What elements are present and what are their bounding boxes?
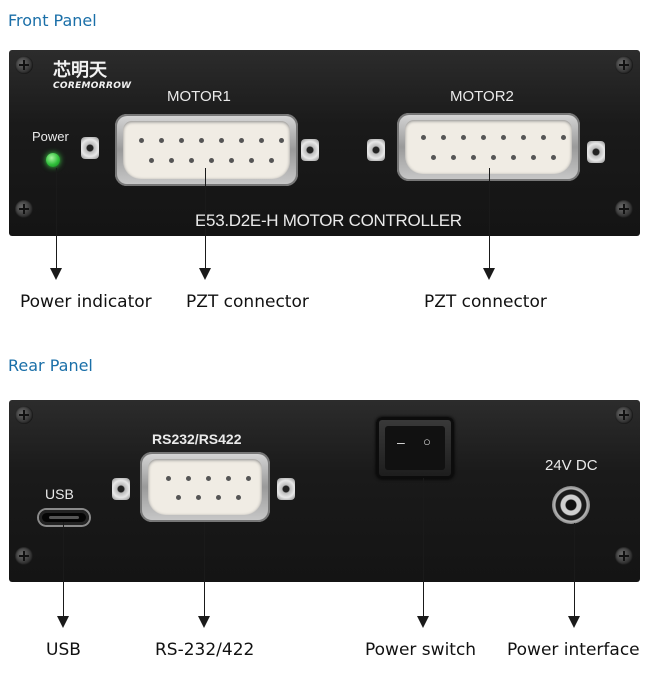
power-switch-label: Power switch [365, 640, 477, 660]
front-panel: 芯明天 COREMORROW MOTOR1 MOTOR2 Power E53.D… [9, 50, 640, 236]
callout-arrow [568, 523, 580, 628]
power-indicator-led [46, 153, 60, 167]
serial-port-label: RS232/RS422 [152, 431, 242, 447]
callout-arrow [199, 168, 211, 280]
switch-on-symbol: ○ [423, 434, 431, 449]
model-text: E53.D2E-H MOTOR CONTROLLER [195, 211, 462, 230]
corner-screw-icon [615, 406, 633, 424]
rear-panel: USB RS232/RS422 – ○ 24V DC [9, 400, 640, 582]
callout-arrow [483, 168, 495, 280]
usb-label: USB [46, 640, 81, 660]
usb-port-label: USB [45, 486, 74, 502]
corner-screw-icon [15, 406, 33, 424]
motor2-label: MOTOR2 [450, 88, 514, 105]
usb-port[interactable] [39, 510, 89, 525]
power-switch[interactable]: – ○ [376, 417, 454, 479]
callout-arrow [417, 478, 429, 628]
switch-off-symbol: – [397, 434, 405, 450]
front-panel-title: Front Panel [8, 11, 97, 30]
callout-arrow [50, 168, 62, 280]
power-input-label: 24V DC [545, 457, 598, 474]
power-led-label: Power [32, 129, 69, 144]
callout-arrow [198, 522, 210, 628]
corner-screw-icon [615, 200, 633, 218]
pzt-connector-label: PZT connector [186, 292, 309, 312]
pzt-connector-label: PZT connector [424, 292, 547, 312]
dc-power-jack[interactable] [552, 486, 590, 524]
rs232-label: RS-232/422 [155, 640, 255, 660]
hex-screw-icon [277, 478, 295, 500]
brand-logo-text: COREMORROW [53, 81, 132, 91]
power-interface-label: Power interface [507, 640, 640, 660]
motor1-label: MOTOR1 [167, 88, 231, 105]
motor1-connector[interactable] [115, 114, 298, 186]
hex-screw-icon [367, 139, 385, 161]
corner-screw-icon [615, 547, 633, 565]
corner-screw-icon [15, 56, 33, 74]
hex-screw-icon [587, 141, 605, 163]
callout-arrow [57, 522, 69, 628]
power-indicator-label: Power indicator [20, 292, 152, 312]
hex-screw-icon [301, 139, 319, 161]
hex-screw-icon [81, 137, 99, 159]
corner-screw-icon [15, 547, 33, 565]
corner-screw-icon [15, 200, 33, 218]
motor2-connector[interactable] [397, 113, 580, 181]
rear-panel-title: Rear Panel [8, 356, 93, 375]
brand-logo-chinese: 芯明天 [53, 60, 107, 81]
hex-screw-icon [112, 478, 130, 500]
serial-connector[interactable] [140, 452, 270, 522]
corner-screw-icon [615, 56, 633, 74]
